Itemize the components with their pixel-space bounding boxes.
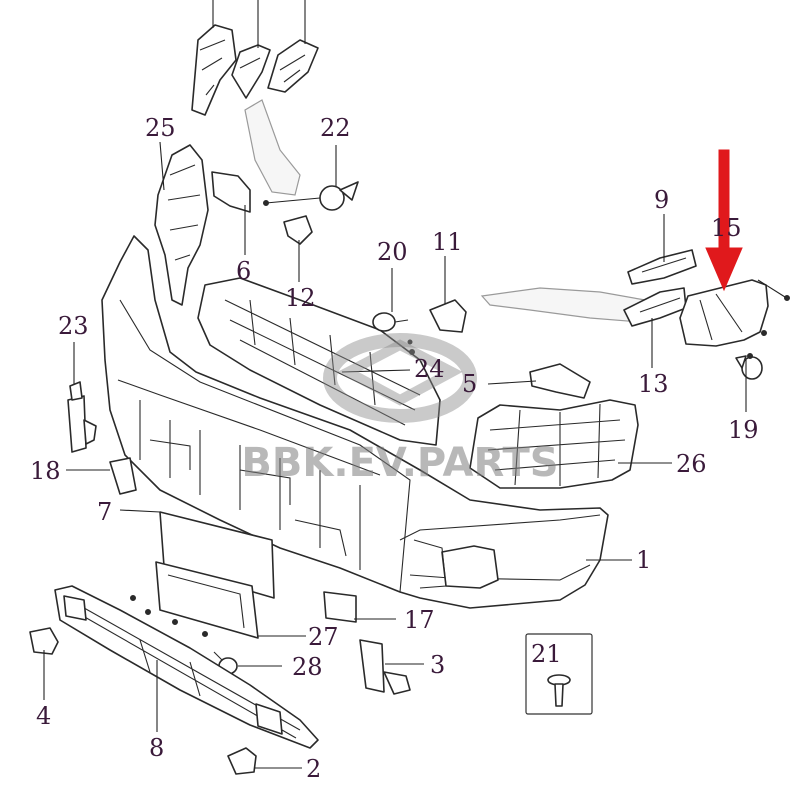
part-8-lower-grille — [54, 585, 319, 749]
callout-3: 3 — [430, 651, 445, 679]
callout-12: 12 — [285, 284, 316, 312]
part-6-clip — [211, 171, 251, 255]
part-15-bracket-highlighted — [679, 279, 790, 347]
callout-6: 6 — [236, 257, 251, 285]
part-26-right-bracket — [469, 399, 672, 489]
part-12-bracket — [283, 215, 313, 282]
callout-15: 15 — [711, 214, 742, 242]
part-24-energy-absorber — [197, 277, 441, 446]
red-highlight-arrow — [705, 149, 743, 292]
callout-13: 13 — [638, 370, 669, 398]
part-9-bracket — [627, 214, 697, 285]
callout-9: 9 — [654, 186, 669, 214]
callout-7: 7 — [97, 498, 112, 526]
part-7-license-plate-bracket — [119, 509, 275, 599]
callout-22: 22 — [320, 114, 351, 142]
callout-2: 2 — [306, 755, 321, 783]
callout-4: 4 — [36, 702, 51, 730]
radiator-support-ghost — [244, 99, 662, 323]
callout-5: 5 — [462, 370, 477, 398]
callout-11: 11 — [432, 228, 463, 256]
part-17-cover — [323, 591, 396, 623]
part-2-clip — [227, 747, 302, 775]
callout-23: 23 — [58, 312, 89, 340]
callout-18: 18 — [30, 457, 61, 485]
part-23-bracket — [67, 342, 97, 453]
callout-17: 17 — [404, 606, 435, 634]
callout-27: 27 — [308, 623, 339, 651]
part-20-bolt — [372, 268, 415, 355]
part-27-plate-holder — [130, 561, 306, 639]
callout-28: 28 — [292, 653, 323, 681]
upper-mount-brackets — [191, 0, 319, 116]
callout-24: 24 — [414, 355, 445, 383]
bbk-watermark: BBK.EV.PARTS — [241, 333, 559, 486]
part-11-clip — [429, 256, 467, 333]
part-19-nut — [735, 353, 763, 412]
part-3-bracket — [359, 639, 424, 695]
callout-8: 8 — [149, 734, 164, 762]
part-21-inset-box — [525, 633, 593, 715]
part-4-clip — [29, 627, 59, 700]
callout-25: 25 — [145, 114, 176, 142]
part-18-bracket — [66, 457, 137, 495]
callout-21: 21 — [531, 640, 562, 668]
callout-1: 1 — [636, 546, 651, 574]
part-22-fastener — [263, 145, 359, 211]
callout-26: 26 — [676, 450, 707, 478]
callout-20: 20 — [377, 238, 408, 266]
callout-labels: 1 2 3 4 5 6 7 8 9 11 12 13 15 17 18 19 2… — [30, 114, 759, 783]
part-1-front-bumper — [101, 235, 632, 609]
callout-19: 19 — [728, 416, 759, 444]
part-5-bracket — [487, 363, 591, 399]
watermark-text: BBK.EV.PARTS — [241, 440, 558, 486]
part-25-side-bracket — [154, 141, 209, 306]
